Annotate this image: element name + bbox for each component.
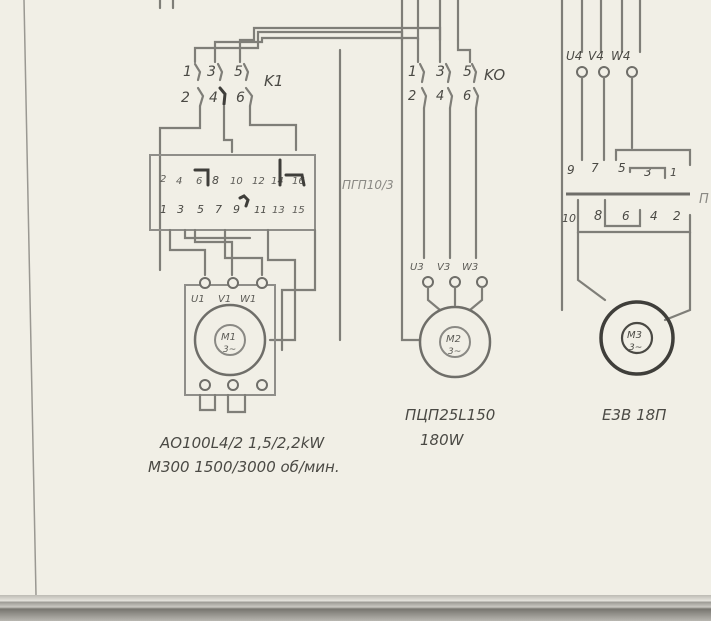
k1-label: K1 xyxy=(264,72,283,90)
pgp-top-terminal: 2 xyxy=(160,174,166,185)
m2-terminal: W3 xyxy=(462,262,478,273)
supply-wires xyxy=(193,0,642,342)
motor-m2: U3 V3 W3 M2 3~ xyxy=(400,38,492,379)
m1-terminal: U1 xyxy=(191,294,205,305)
pgp-top-terminal: 14 xyxy=(271,176,284,187)
sw-bottom-terminal: 4 xyxy=(650,209,658,223)
motor-m3-terminals: U4 V4 W4 xyxy=(566,49,638,162)
switch-pgp: 2 4 6 8 10 12 14 16 1 3 5 7 9 11 13 15 П… xyxy=(149,154,394,352)
m2-name: M2 xyxy=(446,334,461,345)
pgp-bottom-terminal: 15 xyxy=(292,205,305,216)
sw-bottom-terminal: 8 xyxy=(594,209,602,224)
m2-terminal: V3 xyxy=(437,262,450,273)
m1-phase: 3~ xyxy=(223,345,236,355)
m2-caption-line1: ПЦП25L150 xyxy=(405,406,495,424)
pgp-bottom-terminal: 9 xyxy=(233,203,240,216)
k1-bottom-terminal: 6 xyxy=(236,90,245,106)
sw-bottom-terminal: 10 xyxy=(562,212,576,225)
motor-m3: M3 3~ xyxy=(599,300,675,376)
pgp-top-terminal: 16 xyxy=(292,176,305,187)
k1-top-terminal: 1 xyxy=(183,64,192,80)
pgp-top-terminal: 10 xyxy=(230,176,243,187)
wiring-diagram: 1 3 5 K1 2 4 6 2 4 6 8 10 12 14 16 1 3 5… xyxy=(23,0,709,595)
k1-bottom-terminal: 4 xyxy=(209,90,218,106)
ko-label: KO xyxy=(484,66,505,84)
pgp-top-terminal: 12 xyxy=(252,176,265,187)
k1-bottom-terminal: 2 xyxy=(181,90,190,106)
sw-bottom-terminal: 2 xyxy=(673,209,681,223)
pgp-top-terminal: 4 xyxy=(176,176,182,187)
sw-top-terminal: 3 xyxy=(644,165,652,179)
sw-top-terminal: 1 xyxy=(670,166,677,179)
m1-name: M1 xyxy=(221,332,236,343)
ko-bottom-terminal: 6 xyxy=(463,89,471,104)
sw-top-terminal: 5 xyxy=(618,161,626,175)
m2-terminal: U3 xyxy=(410,262,424,273)
sw-label: П xyxy=(699,192,709,207)
pgp-bottom-terminal: 3 xyxy=(177,203,184,216)
pgp-top-terminal: 8 xyxy=(212,174,219,187)
sw-bottom-terminal: 6 xyxy=(622,209,630,223)
motor-m1: U1 V1 W1 M1 3~ xyxy=(184,277,276,414)
ko-bottom-terminal: 4 xyxy=(436,89,444,104)
m1-terminal: V1 xyxy=(218,294,231,305)
pgp-top-terminal: 6 xyxy=(196,176,202,187)
m2-phase: 3~ xyxy=(448,347,461,357)
contactor-ko: 1 3 5 KO 2 4 6 xyxy=(408,62,505,260)
m3-terminal: U4 xyxy=(566,49,582,63)
ko-top-terminal: 1 xyxy=(408,64,417,80)
contactor-k1: 1 3 5 K1 2 4 6 xyxy=(158,62,298,272)
pgp-bottom-terminal: 1 xyxy=(160,203,167,216)
m1-caption-line1: АО100L4/2 1,5/2,2kW xyxy=(159,434,325,452)
margin-line xyxy=(23,0,37,595)
ko-top-terminal: 3 xyxy=(436,64,445,80)
m3-terminal: V4 xyxy=(588,49,604,63)
m3-terminal: W4 xyxy=(611,49,631,63)
ko-top-terminal: 5 xyxy=(463,64,472,80)
m1-terminal: W1 xyxy=(240,294,256,305)
pgp-bottom-terminal: 13 xyxy=(272,205,285,216)
ko-bottom-terminal: 2 xyxy=(408,89,416,104)
schematic-sheet xyxy=(0,0,711,595)
m2-caption-line2: 180W xyxy=(420,431,465,449)
sw-top-terminal: 9 xyxy=(567,163,575,177)
pgp-label: ПГП10/3 xyxy=(342,178,394,192)
page-edge xyxy=(0,595,711,621)
pgp-bottom-terminal: 11 xyxy=(254,205,267,216)
m3-phase: 3~ xyxy=(629,343,642,353)
sw-top-terminal: 7 xyxy=(591,161,599,175)
m3-name: M3 xyxy=(627,330,642,341)
switch-right: 9 7 5 3 1 10 8 6 4 2 П xyxy=(562,148,709,322)
pgp-bottom-terminal: 7 xyxy=(215,203,222,216)
m3-caption: Е3В 18П xyxy=(602,406,666,424)
k1-top-terminal: 3 xyxy=(207,64,216,80)
m1-caption-line2: М300 1500/3000 об/мин. xyxy=(148,458,340,476)
k1-top-terminal: 5 xyxy=(234,64,243,80)
pgp-bottom-terminal: 5 xyxy=(197,203,204,216)
